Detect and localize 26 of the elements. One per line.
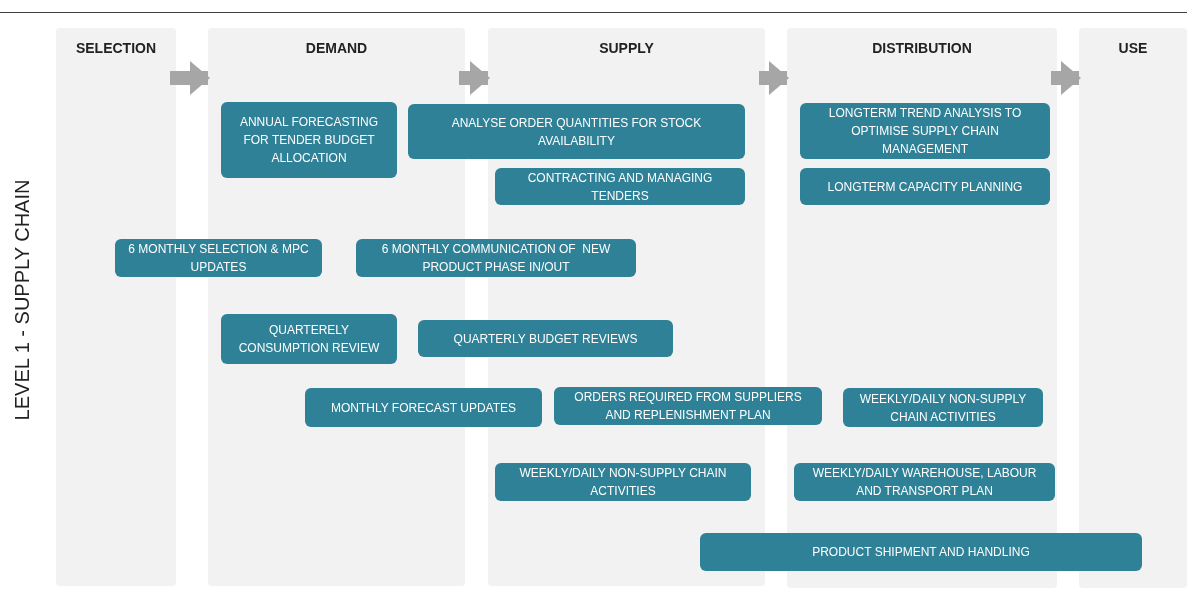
column-heading: USE bbox=[1117, 40, 1149, 56]
block-arrow bbox=[170, 61, 210, 95]
activity-box: WEEKLY/DAILY NON-SUPPLY CHAIN ACTIVITIES bbox=[495, 463, 751, 501]
activity-box: MONTHLY FORECAST UPDATES bbox=[305, 388, 542, 427]
vertical-label: LEVEL 1 - SUPPLY CHAIN bbox=[10, 179, 34, 421]
column-heading: SELECTION bbox=[74, 40, 158, 56]
activity-box: ANALYSE ORDER QUANTITIES FOR STOCK AVAILABILITY bbox=[408, 104, 745, 159]
activity-box: QUARTERELY CONSUMPTION REVIEW bbox=[221, 314, 397, 364]
activity-box: LONGTERM CAPACITY PLANNING bbox=[800, 168, 1050, 205]
activity-box: 6 MONTHLY COMMUNICATION OF NEW PRODUCT PHASE IN/OUT bbox=[356, 239, 636, 277]
activity-box: ORDERS REQUIRED FROM SUPPLIERS AND REPLENISHMENT PLAN bbox=[554, 387, 822, 425]
column-heading: DEMAND bbox=[304, 40, 369, 56]
block-arrow bbox=[1051, 61, 1081, 95]
column-heading: SUPPLY bbox=[598, 40, 655, 56]
column-heading: DISTRIBUTION bbox=[871, 40, 973, 56]
block-arrow bbox=[759, 61, 789, 95]
column-band bbox=[1079, 28, 1187, 588]
activity-box: PRODUCT SHIPMENT AND HANDLING bbox=[700, 533, 1142, 571]
activity-box: 6 MONTHLY SELECTION & MPC UPDATES bbox=[115, 239, 322, 277]
activity-box: WEEKLY/DAILY NON-SUPPLY CHAIN ACTIVITIES bbox=[843, 388, 1043, 427]
activity-box: QUARTERLY BUDGET REVIEWS bbox=[418, 320, 673, 357]
block-arrow bbox=[459, 61, 490, 95]
activity-box: WEEKLY/DAILY WAREHOUSE, LABOUR AND TRANSPORT PLAN bbox=[794, 463, 1055, 501]
activity-box: CONTRACTING AND MANAGING TENDERS bbox=[495, 168, 745, 205]
activity-box: ANNUAL FORECASTING FOR TENDER BUDGET ALLOCATION bbox=[221, 102, 397, 178]
activity-box: LONGTERM TREND ANALYSIS TO OPTIMISE SUPPLY CHAIN MANAGEMENT bbox=[800, 103, 1050, 159]
